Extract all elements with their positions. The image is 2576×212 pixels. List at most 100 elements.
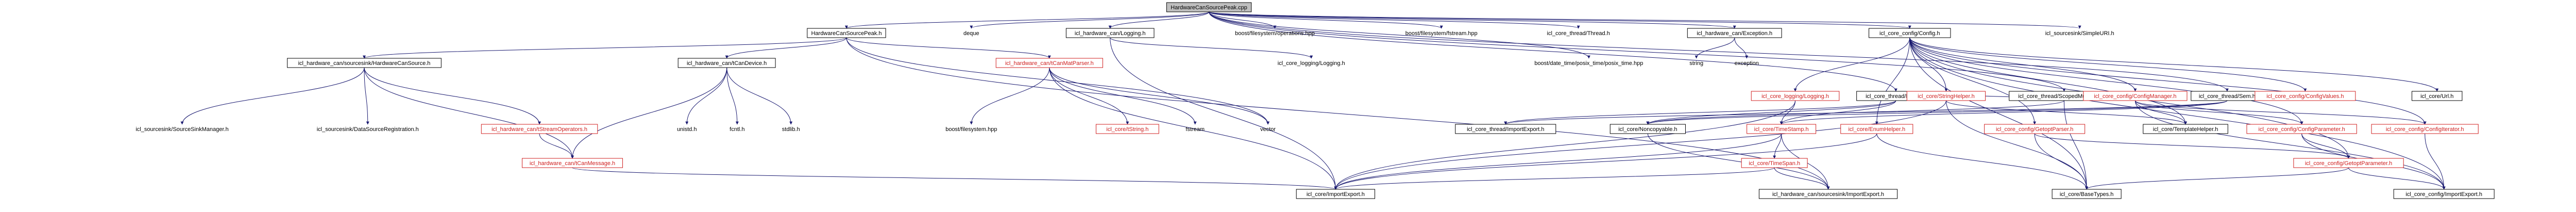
edge-exc-h-to-exception xyxy=(1734,37,1749,59)
edge-root-to-fs-fstream xyxy=(1209,11,1443,29)
node-exc-h[interactable]: icl_hardware_can/Exception.h xyxy=(1687,28,1782,38)
node-label: icl_core/tString.h xyxy=(1106,126,1148,133)
edge-sem-h-to-thread-imp xyxy=(1504,100,2228,125)
node-candev-h[interactable]: icl_hardware_can/tCanDevice.h xyxy=(677,58,776,68)
node-box xyxy=(1166,2,1252,12)
edge-cfgmanager-to-templatehelper xyxy=(2134,100,2188,125)
node-hcsp-h[interactable]: HardwareCanSourcePeak.h xyxy=(807,28,886,38)
node-can-imp[interactable]: icl_hardware_can/sourcesink/ImportExport… xyxy=(1758,189,1898,199)
edge-sem-h-to-timestamp xyxy=(1780,100,2228,125)
node-label: icl_hardware_can/sourcesink/HardwareCanS… xyxy=(298,60,431,67)
node-box xyxy=(1751,91,1840,101)
node-label: icl_core/EnumHelper.h xyxy=(1848,126,1905,133)
edge-timestamp-to-core-imp xyxy=(1334,133,1782,190)
edge-root-to-hcsp-h xyxy=(845,11,1210,29)
node-logging-core: icl_core_logging/Logging.h xyxy=(1278,60,1345,67)
node-config-h[interactable]: icl_core_config/Config.h xyxy=(1869,28,1951,38)
node-label: fcntl.h xyxy=(730,126,744,133)
edge-root-to-exc-h xyxy=(1209,11,1736,29)
node-label: boost/filesystem/operations.hpp xyxy=(1235,30,1315,37)
node-hcs-h[interactable]: icl_hardware_can/sourcesink/HardwareCanS… xyxy=(287,58,442,68)
node-canmessage[interactable]: icl_hardware_can/tCanMessage.h xyxy=(522,158,623,168)
edge-candev-h-to-fcntl xyxy=(726,67,739,125)
edge-config-h-to-getoptparser xyxy=(1909,37,2037,125)
edge-candev-h-to-stdlib xyxy=(726,67,793,125)
node-basetypes[interactable]: icl_core/BaseTypes.h xyxy=(2052,189,2122,199)
edge-exc-h-to-string xyxy=(1694,37,1735,59)
node-timespan[interactable]: icl_core/TimeSpan.h xyxy=(1741,158,1808,168)
node-vector: vector xyxy=(1260,126,1276,133)
node-label: icl_core_config/GetoptParameter.h xyxy=(2305,160,2392,167)
node-canmatparser[interactable]: icl_hardware_can/tCanMatParser.h xyxy=(995,58,1103,68)
node-label: icl_hardware_can/tCanDevice.h xyxy=(687,60,767,67)
node-box xyxy=(2412,91,2463,101)
node-fs-fstream: boost/filesystem/fstream.hpp xyxy=(1405,30,1478,37)
edge-root-to-sem-h xyxy=(1209,11,2229,92)
node-core-imp[interactable]: icl_core/ImportExport.h xyxy=(1296,189,1376,199)
node-urlh[interactable]: icl_core/Url.h xyxy=(2412,91,2463,101)
node-label: icl_core_config/ConfigValues.h xyxy=(2266,93,2344,100)
node-fcntl: fcntl.h xyxy=(730,126,744,133)
node-label: icl_core/Url.h xyxy=(2420,93,2453,100)
node-stringhelper[interactable]: icl_core/StringHelper.h xyxy=(1906,91,1986,101)
node-sem-h[interactable]: icl_core_thread/Sem.h xyxy=(2191,91,2264,101)
node-label: stdlib.h xyxy=(782,126,800,133)
node-tstring[interactable]: icl_core/tString.h xyxy=(1095,124,1159,134)
node-label: icl_sourcesink/SimpleURI.h xyxy=(2045,30,2114,37)
node-label: icl_sourcesink/DataSourceRegistration.h xyxy=(317,126,419,133)
node-cfgparam[interactable]: icl_core_config/ConfigParameter.h xyxy=(2246,124,2357,134)
node-box xyxy=(2371,124,2479,134)
node-exception: exception xyxy=(1735,60,1759,67)
node-cfgmanager[interactable]: icl_core_config/ConfigManager.h xyxy=(2083,91,2188,101)
node-label: icl_core_config/ConfigIterator.h xyxy=(2386,126,2464,133)
node-label: icl_sourcesink/SourceSinkManager.h xyxy=(135,126,228,133)
node-thread-imp[interactable]: icl_core_thread/ImportExport.h xyxy=(1455,124,1556,134)
edge-cfgmanager-to-cfgparam xyxy=(2134,100,2303,125)
edge-enumhelper-to-basetypes xyxy=(1876,133,2089,190)
node-timestamp[interactable]: icl_core/TimeStamp.h xyxy=(1747,124,1817,134)
edge-enumhelper-to-core-imp xyxy=(1334,133,1877,190)
node-box xyxy=(2246,124,2357,134)
node-label: icl_core/TimeSpan.h xyxy=(1749,160,1800,167)
node-cfg-imp[interactable]: icl_core_config/ImportExport.h xyxy=(2393,189,2495,199)
edge-config-h-to-cfg-imp xyxy=(1909,37,2446,190)
edge-canmatparser-to-tstring xyxy=(1049,67,1129,125)
node-fs-ops: boost/filesystem/operations.hpp xyxy=(1235,30,1315,37)
edge-scopedlock-h-to-basetypes xyxy=(2063,100,2089,190)
dependency-nodes: HardwareCanSourcePeak.cppHardwareCanSour… xyxy=(135,2,2495,199)
node-cfgvalues[interactable]: icl_core_config/ConfigValues.h xyxy=(2255,91,2356,101)
node-label: fstream xyxy=(1185,126,1205,133)
node-streamops[interactable]: icl_hardware_can/tStreamOperators.h xyxy=(481,124,598,134)
edge-hcs-h-to-srcsink-mgr xyxy=(180,67,365,125)
node-label: icl_hardware_can/tCanMessage.h xyxy=(530,160,615,167)
node-label: icl_core_thread/Sem.h xyxy=(2199,93,2256,100)
edge-candev-h-to-unistd xyxy=(685,67,727,125)
node-templatehelper[interactable]: icl_core/TemplateHelper.h xyxy=(2143,124,2228,134)
node-box xyxy=(1984,124,2086,134)
edge-root-to-deque xyxy=(970,11,1210,29)
node-label: icl_core_config/ImportExport.h xyxy=(2405,191,2482,198)
node-noncopyable[interactable]: icl_core/Noncopyable.h xyxy=(1609,124,1686,134)
edge-stringhelper-to-core-imp xyxy=(1334,100,1946,190)
node-getoptparam[interactable]: icl_core_config/GetoptParameter.h xyxy=(2293,158,2404,168)
node-box xyxy=(2255,91,2356,101)
edge-stringhelper-to-templatehelper xyxy=(1945,100,2187,125)
node-enumhelper[interactable]: icl_core/EnumHelper.h xyxy=(1840,124,1913,134)
edge-root-to-config-h xyxy=(1209,11,1911,29)
edge-hcs-h-to-canmessage xyxy=(364,67,574,159)
edge-cfgmanager-to-cfg-imp xyxy=(2134,100,2446,190)
node-getoptparser[interactable]: icl_core_config/GetoptParser.h xyxy=(1984,124,2086,134)
node-box xyxy=(522,158,623,168)
node-cfgiterator[interactable]: icl_core_config/ConfigIterator.h xyxy=(2371,124,2479,134)
node-fs-hpp: boost/filesystem.hpp xyxy=(945,126,997,133)
edge-timestamp-to-timespan xyxy=(1773,133,1782,159)
dependency-edges xyxy=(180,11,2446,190)
node-root[interactable]: HardwareCanSourcePeak.cpp xyxy=(1166,2,1252,12)
node-posix-time: boost/date_time/posix_time/posix_time.hp… xyxy=(1534,60,1643,67)
node-log-h[interactable]: icl_hardware_can/Logging.h xyxy=(1065,28,1155,38)
node-unistd: unistd.h xyxy=(677,126,697,133)
node-cfg-logging[interactable]: icl_core_logging/Logging.h xyxy=(1751,91,1840,101)
edge-candev-h-to-canmessage xyxy=(571,67,727,159)
node-box xyxy=(1747,124,1817,134)
edge-config-h-to-urlh xyxy=(1909,37,2439,92)
